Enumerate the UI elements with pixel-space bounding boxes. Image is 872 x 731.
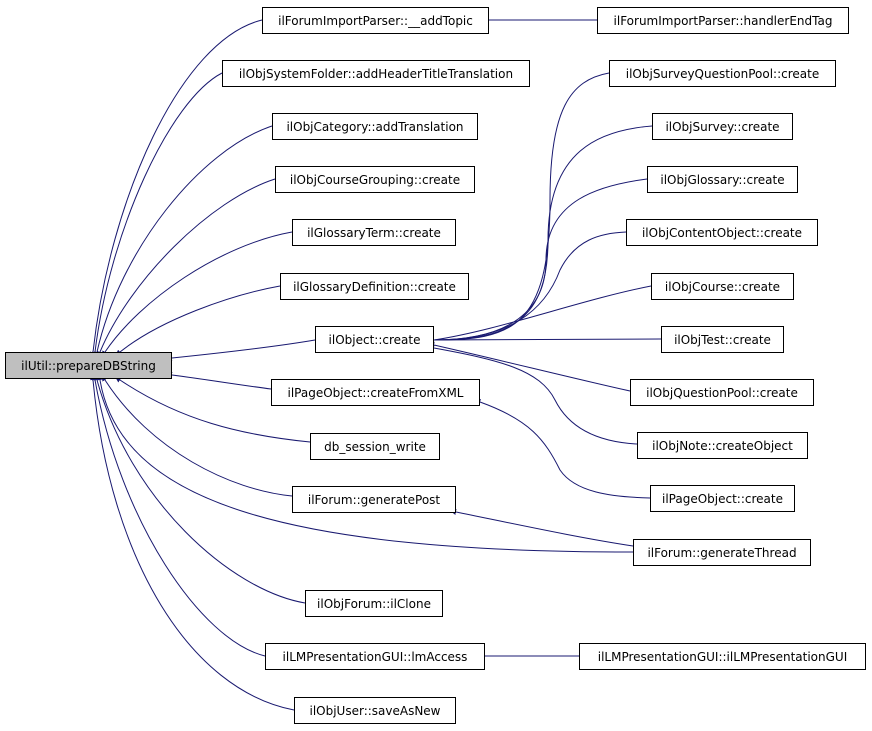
node-objectCreate[interactable]: ilObject::create <box>315 326 434 353</box>
node-label: ilObjForum::ilClone <box>317 596 431 611</box>
node-label: ilObjContentObject::create <box>641 225 803 240</box>
edge-pageObjectCreateFromXML-root <box>166 372 272 390</box>
node-label: ilObjSurvey::create <box>665 119 780 134</box>
edge-forumGenerateThread-forumGeneratePost <box>450 509 634 547</box>
node-userSaveAsNew[interactable]: ilObjUser::saveAsNew <box>294 697 456 724</box>
edge-userSaveAsNew-root <box>90 374 295 711</box>
node-label: ilObjNote::createObject <box>652 438 793 453</box>
edge-courseCreate-objectCreate <box>428 285 652 343</box>
edge-contentObjectCreate-objectCreate <box>428 231 627 343</box>
edge-surveyCreate-objectCreate <box>428 125 653 343</box>
node-surveyQuestionPoolCreate[interactable]: ilObjSurveyQuestionPool::create <box>609 60 836 87</box>
node-label: ilObjTest::create <box>674 332 771 347</box>
node-label: ilLMPresentationGUI::ilLMPresentationGUI <box>597 649 848 664</box>
edge-lmAccess-root <box>92 374 266 657</box>
node-label: ilForumImportParser::handlerEndTag <box>613 13 833 28</box>
edge-testCreate-objectCreate <box>428 337 662 343</box>
edge-objForumClone-root <box>94 374 306 604</box>
node-glossaryCreate[interactable]: ilObjGlossary::create <box>647 166 798 193</box>
edge-addHeaderTitleTranslation-root <box>92 72 223 358</box>
node-courseGroupingCreate[interactable]: ilObjCourseGrouping::create <box>275 166 475 193</box>
node-pageObjectCreateFromXML[interactable]: ilPageObject::createFromXML <box>271 379 480 406</box>
node-label: ilLMPresentationGUI::lmAccess <box>282 649 468 664</box>
edge-catAddTranslation-root <box>94 125 273 358</box>
edge-dbSessionWrite-root <box>115 376 311 443</box>
edge-courseGroupingCreate-root <box>97 178 276 358</box>
edge-objectCreate-root <box>166 339 316 361</box>
node-addHeaderTitleTranslation[interactable]: ilObjSystemFolder::addHeaderTitleTransla… <box>222 60 530 87</box>
node-pageObjectCreate[interactable]: ilPageObject::create <box>650 485 795 512</box>
node-label: ilObjGlossary::create <box>660 172 785 187</box>
node-contentObjectCreate[interactable]: ilObjContentObject::create <box>626 219 818 246</box>
node-forumGenerateThread[interactable]: ilForum::generateThread <box>633 539 811 566</box>
edge-forumGenerateThread-root <box>97 374 634 553</box>
node-questionPoolCreate[interactable]: ilObjQuestionPool::create <box>630 379 814 406</box>
edge-noteCreateObject-objectCreate <box>428 345 638 445</box>
node-label: ilObject::create <box>328 332 421 347</box>
node-glossaryTermCreate[interactable]: ilGlossaryTerm::create <box>292 219 456 246</box>
node-label: ilObjSystemFolder::addHeaderTitleTransla… <box>238 66 514 81</box>
node-label: db_session_write <box>324 439 426 454</box>
node-glossaryDefinitionCreate[interactable]: ilGlossaryDefinition::create <box>280 273 469 300</box>
node-handlerEndTag[interactable]: ilForumImportParser::handlerEndTag <box>597 7 849 34</box>
node-label: ilObjCourse::create <box>664 279 781 294</box>
edge-forumGeneratePost-root <box>101 374 293 497</box>
node-label: ilUtil::prepareDBString <box>21 358 156 373</box>
edge-glossaryDefinitionCreate-root <box>115 285 281 356</box>
node-label: ilObjCourseGrouping::create <box>289 172 461 187</box>
edge-pageObjectCreate-pageObjectCreateFromXML <box>474 399 651 499</box>
edge-glossaryCreate-objectCreate <box>428 178 648 343</box>
node-label: ilGlossaryDefinition::create <box>293 279 456 294</box>
edge-questionPoolCreate-objectCreate <box>428 342 631 392</box>
edge-addTopic-root <box>90 19 263 358</box>
node-root[interactable]: ilUtil::prepareDBString <box>5 352 172 379</box>
node-lmPresentationGUI[interactable]: ilLMPresentationGUI::ilLMPresentationGUI <box>579 643 866 670</box>
node-label: ilObjSurveyQuestionPool::create <box>625 66 820 81</box>
node-label: ilGlossaryTerm::create <box>307 225 441 240</box>
node-objForumClone[interactable]: ilObjForum::ilClone <box>305 590 443 617</box>
node-label: ilForum::generatePost <box>307 492 441 507</box>
node-label: ilForumImportParser::__addTopic <box>278 13 473 28</box>
node-label: ilObjCategory::addTranslation <box>286 119 464 134</box>
node-label: ilObjUser::saveAsNew <box>309 703 441 718</box>
edge-glossaryTermCreate-root <box>101 231 293 357</box>
node-catAddTranslation[interactable]: ilObjCategory::addTranslation <box>272 113 478 140</box>
node-lmAccess[interactable]: ilLMPresentationGUI::lmAccess <box>265 643 485 670</box>
node-label: ilForum::generateThread <box>647 545 797 560</box>
node-label: ilPageObject::createFromXML <box>287 385 464 400</box>
node-testCreate[interactable]: ilObjTest::create <box>661 326 784 353</box>
node-label: ilPageObject::create <box>662 491 783 506</box>
node-label: ilObjQuestionPool::create <box>646 385 798 400</box>
node-courseCreate[interactable]: ilObjCourse::create <box>651 273 794 300</box>
node-noteCreateObject[interactable]: ilObjNote::createObject <box>637 432 808 459</box>
node-addTopic[interactable]: ilForumImportParser::__addTopic <box>262 7 489 34</box>
node-forumGeneratePost[interactable]: ilForum::generatePost <box>292 486 456 513</box>
node-surveyCreate[interactable]: ilObjSurvey::create <box>652 113 793 140</box>
node-dbSessionWrite[interactable]: db_session_write <box>310 433 440 460</box>
